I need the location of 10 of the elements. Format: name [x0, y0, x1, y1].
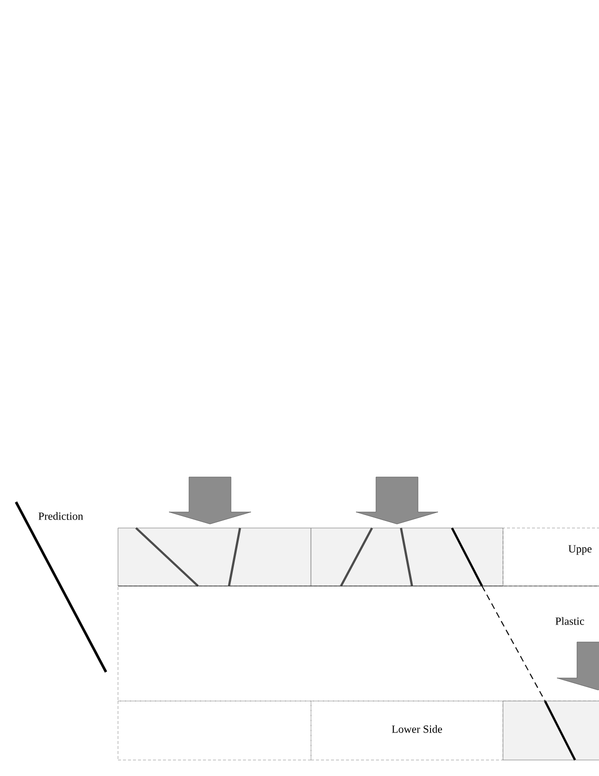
- cracked-block: [502, 700, 599, 760]
- region-label: Lower Side: [392, 725, 442, 733]
- region-label: Plastic: [556, 617, 584, 625]
- cracked-block: [310, 526, 504, 588]
- dashed-box: [310, 700, 504, 760]
- dashed-box: [118, 700, 312, 760]
- region-label: Uppe: [568, 545, 592, 555]
- cracked-block: [118, 526, 312, 588]
- dashed-box: [502, 528, 599, 586]
- prediction-label: Prediction: [38, 512, 84, 520]
